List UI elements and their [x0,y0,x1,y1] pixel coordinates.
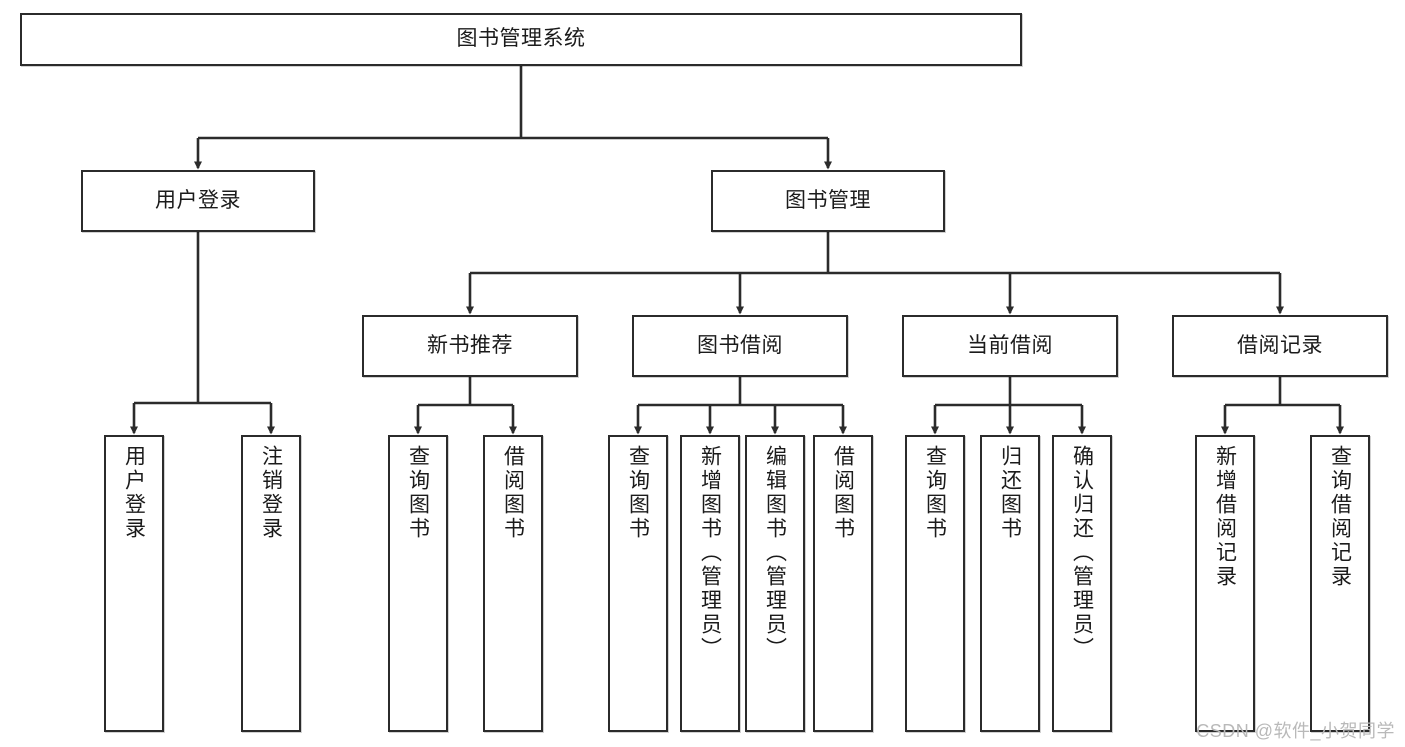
node-label: 查询图书 [923,445,947,541]
node-label: 注销登录 [259,445,283,541]
node-label: 借阅图书 [831,445,855,541]
node-leaf-confirm-return[interactable]: 确认归还（管理员） [1052,435,1112,732]
node-label: 借阅图书 [501,445,525,541]
node-leaf-borrow-book-2[interactable]: 借阅图书 [813,435,873,732]
node-label: 借阅记录 [1237,333,1323,357]
node-leaf-borrow-book-1[interactable]: 借阅图书 [483,435,543,732]
node-label: 归还图书 [998,445,1022,541]
node-label: 图书借阅 [697,333,783,357]
node-root[interactable]: 图书管理系统 [20,13,1022,66]
node-label: 查询图书 [406,445,430,541]
node-label: 用户登录 [155,188,241,212]
node-leaf-add-book[interactable]: 新增图书（管理员） [680,435,740,732]
node-new-book-recommend[interactable]: 新书推荐 [362,315,578,377]
node-leaf-add-record[interactable]: 新增借阅记录 [1195,435,1255,732]
node-label: 用户登录 [122,445,146,541]
node-book-borrow[interactable]: 图书借阅 [632,315,848,377]
node-leaf-query-book-2[interactable]: 查询图书 [608,435,668,732]
node-leaf-edit-book[interactable]: 编辑图书（管理员） [745,435,805,732]
connector-lines [130,66,1344,435]
node-leaf-return-book[interactable]: 归还图书 [980,435,1040,732]
node-label: 图书管理 [785,188,871,212]
node-leaf-query-book-3[interactable]: 查询图书 [905,435,965,732]
node-leaf-query-book-1[interactable]: 查询图书 [388,435,448,732]
node-label: 查询图书 [626,445,650,541]
node-label: 新增图书（管理员） [698,445,722,661]
node-label: 新书推荐 [427,333,513,357]
node-label: 编辑图书（管理员） [763,445,787,661]
node-leaf-user-logout[interactable]: 注销登录 [241,435,301,732]
node-current-borrow[interactable]: 当前借阅 [902,315,1118,377]
node-label: 查询借阅记录 [1328,445,1352,589]
node-label: 当前借阅 [967,333,1053,357]
node-label: 新增借阅记录 [1213,445,1237,589]
node-user-login[interactable]: 用户登录 [81,170,315,232]
node-borrow-record[interactable]: 借阅记录 [1172,315,1388,377]
node-book-manage[interactable]: 图书管理 [711,170,945,232]
node-leaf-user-login[interactable]: 用户登录 [104,435,164,732]
node-label: 确认归还（管理员） [1070,445,1094,661]
node-label: 图书管理系统 [456,27,586,51]
node-leaf-query-record[interactable]: 查询借阅记录 [1310,435,1370,732]
